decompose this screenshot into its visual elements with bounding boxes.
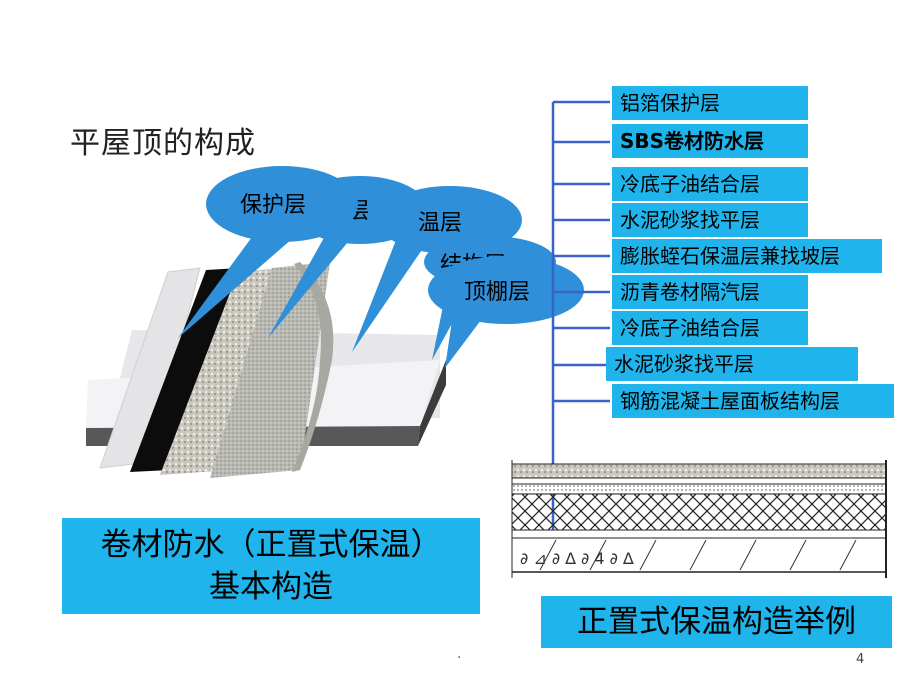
page-number: 4 (856, 652, 865, 667)
bubble-protection[interactable]: 保护层 (178, 166, 358, 338)
layer-label-vapor-barrier: 沥青卷材隔汽层 (612, 275, 808, 309)
caption-basic-structure-line1: 卷材防水（正置式保温） (100, 527, 442, 563)
bubble-ceiling[interactable]: 顶棚层 (428, 256, 584, 368)
layer-label-primer-2: 冷底子油结合层 (612, 311, 808, 345)
footer-dot: . (457, 646, 462, 662)
svg-text:∂ ⊿ ∂ ∆ ∂ 4 ∂ ∆: ∂ ⊿ ∂ ∆ ∂ 4 ∂ ∆ (520, 549, 634, 568)
layer-label-structural-slab: 钢筋混凝土屋面板结构层 (612, 384, 894, 418)
svg-text:顶棚层: 顶棚层 (464, 280, 530, 305)
cross-section-drawing: ∂ ⊿ ∂ ∆ ∂ 4 ∂ ∆ (511, 460, 887, 578)
caption-basic-structure: 卷材防水（正置式保温） 基本构造 (62, 518, 480, 614)
layer-label-primer-1: 冷底子油结合层 (612, 167, 808, 201)
svg-text:温层: 温层 (418, 211, 462, 236)
caption-example: 正置式保温构造举例 (541, 596, 892, 648)
layer-label-insulation: 膨胀蛭石保温层兼找坡层 (612, 239, 882, 273)
layer-label-aluminum-foil: 铝箔保护层 (612, 86, 808, 120)
layer-label-sbs-membrane: SBS卷材防水层 (612, 124, 808, 158)
svg-text:保护层: 保护层 (240, 193, 306, 218)
layer-label-screed-2: 水泥砂浆找平层 (606, 347, 858, 381)
layer-connectors (551, 100, 610, 556)
caption-basic-structure-line2: 基本构造 (209, 569, 333, 605)
page-title: 平屋顶的构成 (70, 126, 256, 161)
roof-layers (99, 262, 334, 478)
layer-label-screed-1: 水泥砂浆找平层 (612, 203, 808, 237)
